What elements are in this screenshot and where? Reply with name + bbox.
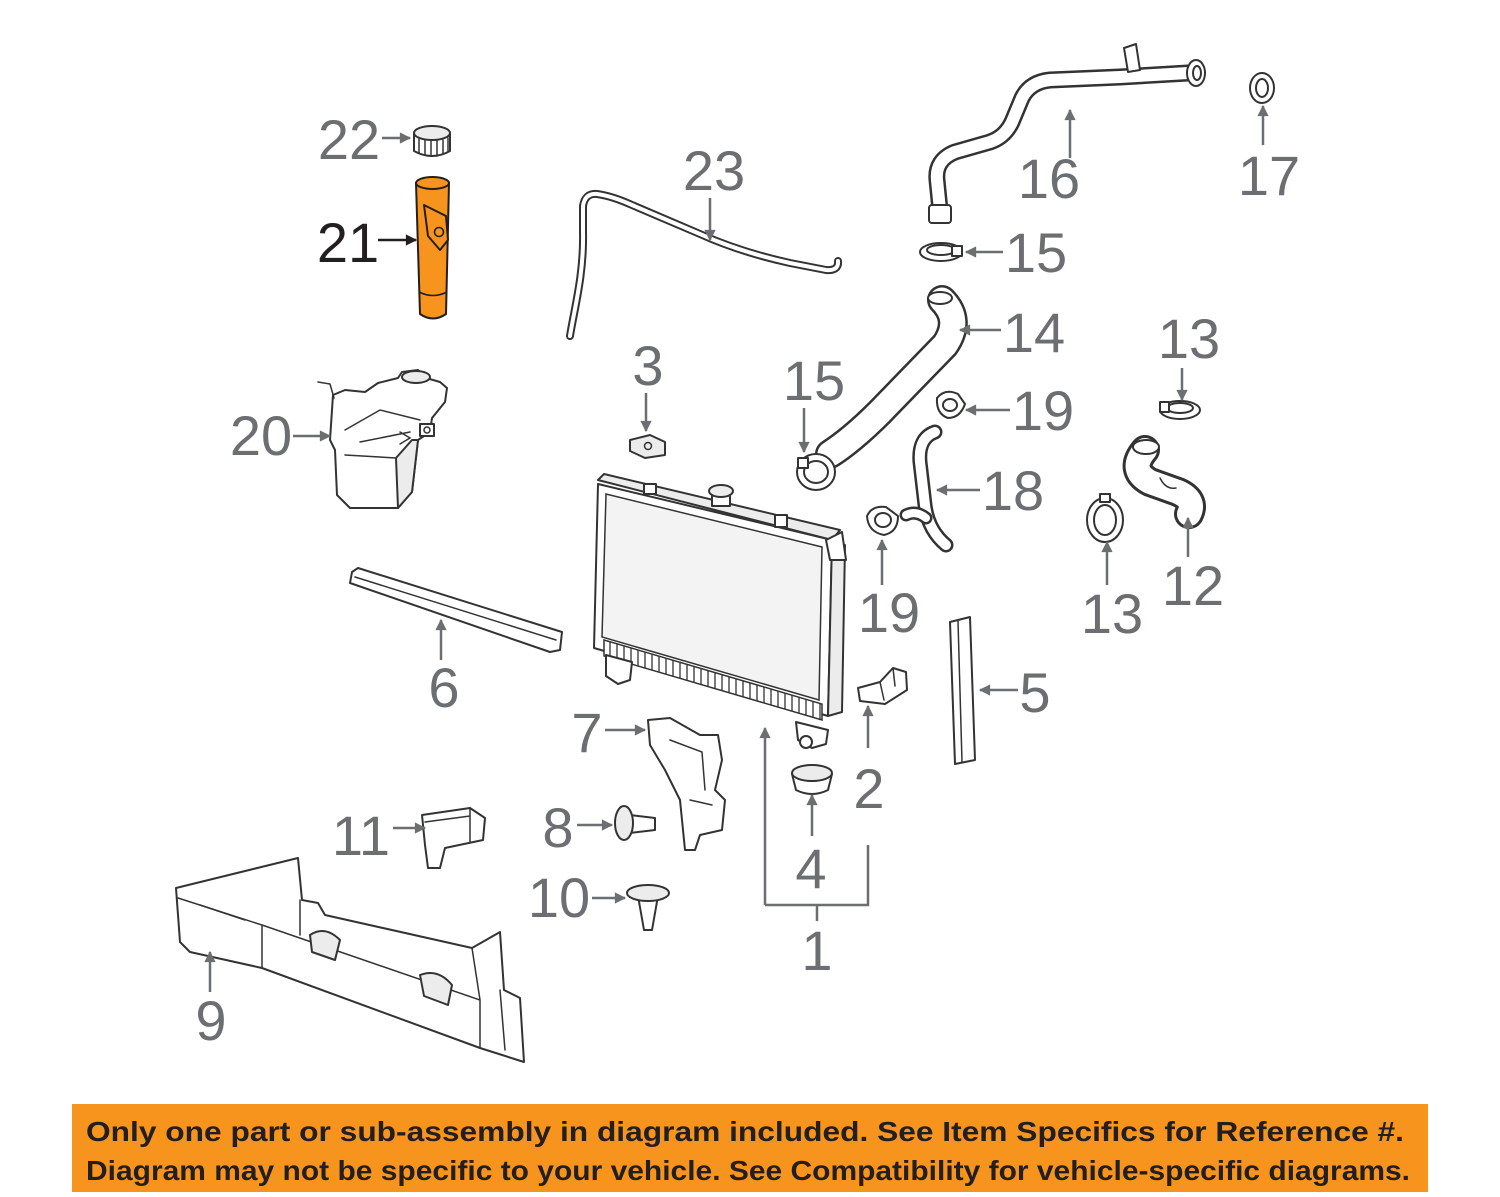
upper-seal-strip-part [349,567,563,653]
disclaimer-line-2: Diagram may not be specific to your vehi… [86,1155,1410,1186]
callout-label-23: 23 [683,139,745,202]
radiator-hose-part [815,285,968,469]
callout-label-8: 8 [542,796,573,859]
cap-part [413,125,451,157]
callout-label-7: 7 [571,701,602,764]
clamp-part-upper [919,242,963,262]
clamp-small-part-lower [866,505,899,536]
overflow-hose-part [566,189,843,340]
grommet-part [791,764,833,795]
clamp-part-lower [796,453,836,491]
mount-bracket-part [629,434,666,459]
clamp-small-part-upper [935,390,966,419]
callout-label-19-lower: 19 [858,581,920,644]
side-seal-strip-part [949,616,976,765]
elbow-hose-part [1122,435,1206,529]
push-pin-part-10 [626,884,670,931]
callout-label-20: 20 [230,404,292,467]
callout-label-17: 17 [1238,144,1300,207]
push-pin-part-8 [614,805,656,841]
callout-label-13-lower: 13 [1081,582,1143,645]
callout-label-3: 3 [632,334,663,397]
callout-label-21-highlighted: 21 [317,211,379,274]
side-bracket-part [647,717,726,851]
callout-label-15-upper: 15 [1005,221,1067,284]
inlet-pipe-part [928,43,1206,224]
callout-label-2: 2 [853,757,884,820]
callout-label-4: 4 [795,837,826,900]
air-deflector-part [175,857,525,1063]
callout-label-6: 6 [428,656,459,719]
radiator-part [593,473,847,749]
callout-bracket-1 [759,726,870,921]
connector-part [421,807,486,869]
seal-ring-part [1249,72,1275,104]
callout-label-11: 11 [332,804,390,867]
callout-label-18: 18 [982,459,1044,522]
callout-label-15-lower: 15 [783,349,845,412]
sensor-part [857,667,908,705]
callout-label-9: 9 [195,989,226,1052]
hose-clamp-part-upper [1159,400,1201,420]
disclaimer-banner: Only one part or sub-assembly in diagram… [72,1104,1428,1192]
coolant-reservoir-part [317,369,448,509]
callout-label-14: 14 [1003,301,1065,364]
callout-label-1: 1 [801,919,832,982]
hose-clamp-part-lower [1086,493,1124,543]
callout-label-19-upper: 19 [1012,379,1074,442]
callout-label-12: 12 [1162,554,1224,617]
disclaimer-line-1: Only one part or sub-assembly in diagram… [86,1116,1404,1147]
callout-label-22: 22 [318,108,380,171]
callout-label-5: 5 [1019,661,1050,724]
callout-label-13-upper: 13 [1158,307,1220,370]
callout-label-10: 10 [528,866,590,929]
small-hose-part [899,424,954,553]
filler-tube-part-highlighted [415,176,450,320]
